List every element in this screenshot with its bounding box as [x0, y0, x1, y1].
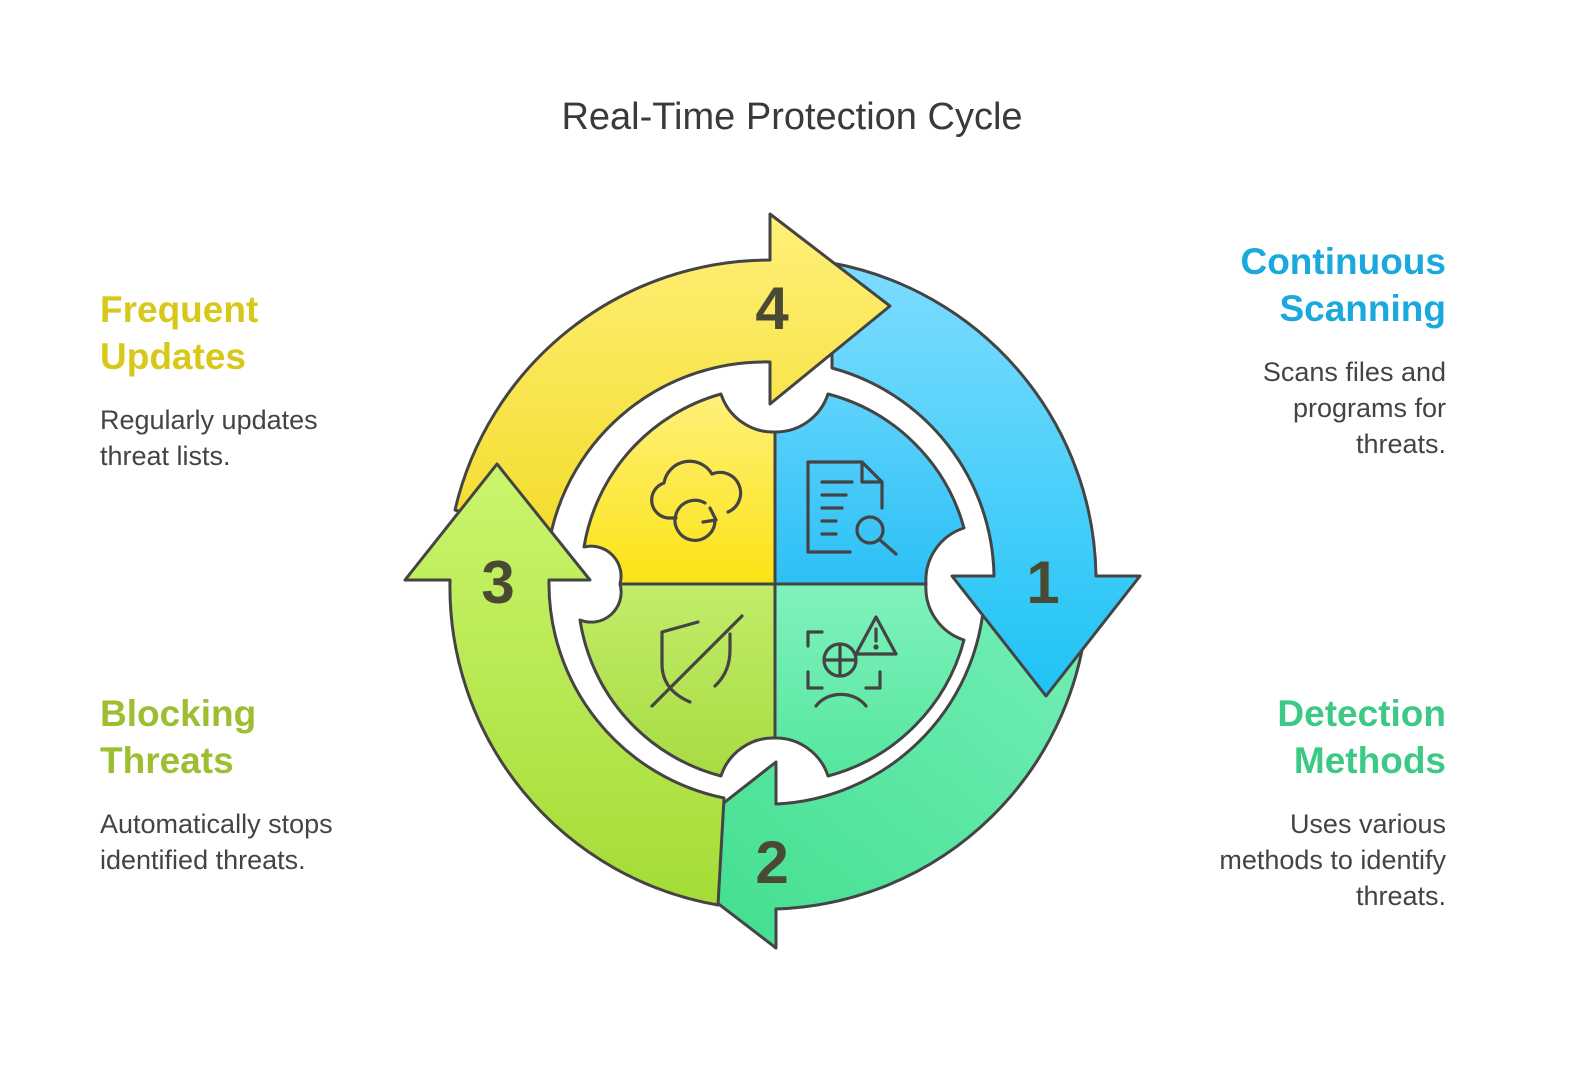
step-2-arrow — [654, 600, 1090, 950]
step-3-heading: Blocking Threats — [100, 690, 333, 784]
step-1-arrow — [830, 261, 1142, 698]
step-3-arrow — [403, 462, 726, 907]
step-2-heading-line2: Methods — [1293, 740, 1446, 781]
step-2-number: 2 — [755, 829, 788, 896]
step-4-arrow — [453, 212, 892, 540]
shield-off-icon — [650, 614, 744, 708]
step-4-heading-line2: Updates — [100, 336, 246, 377]
step-1-heading-line2: Scanning — [1279, 288, 1446, 329]
step-2-description: Uses various methods to identify threats… — [1219, 806, 1446, 914]
step-3-description: Automatically stops identified threats. — [100, 806, 333, 878]
step-4-desc-line1: Regularly updates — [100, 405, 318, 435]
quadrant-4-yellow — [582, 392, 777, 586]
step-4-heading-line1: Frequent — [100, 289, 259, 330]
cloud-refresh-icon — [650, 459, 743, 542]
step-3-text: Blocking Threats Automatically stops ide… — [100, 690, 333, 878]
step-1-number: 1 — [1026, 549, 1059, 616]
step-4-description: Regularly updates threat lists. — [100, 402, 318, 474]
step-3-desc-line2: identified threats. — [100, 845, 306, 875]
step-1-text: Continuous Scanning Scans files and prog… — [1240, 238, 1446, 462]
step-4-heading: Frequent Updates — [100, 286, 318, 380]
document-search-icon — [806, 460, 898, 556]
step-3-heading-line2: Threats — [100, 740, 234, 781]
step-2-heading: Detection Methods — [1219, 690, 1446, 784]
diagram-title: Real-Time Protection Cycle — [561, 96, 1023, 138]
step-1-desc-line3: threats. — [1355, 429, 1446, 459]
step-3-heading-line1: Blocking — [100, 693, 257, 734]
step-2-desc-line1: Uses various — [1289, 809, 1446, 839]
step-2-heading-line1: Detection — [1277, 693, 1446, 734]
face-scan-warning-icon — [806, 615, 898, 708]
step-2-text: Detection Methods Uses various methods t… — [1219, 690, 1446, 914]
step-4-number: 4 — [755, 275, 789, 342]
step-3-number: 3 — [481, 549, 514, 616]
step-1-heading-line1: Continuous — [1240, 241, 1446, 282]
quadrant-1-blue — [773, 392, 966, 586]
step-4-text: Frequent Updates Regularly updates threa… — [100, 286, 318, 474]
step-1-heading: Continuous Scanning — [1240, 238, 1446, 332]
step-1-desc-line1: Scans files and — [1262, 357, 1446, 387]
step-4-desc-line2: threat lists. — [100, 441, 231, 471]
step-2-desc-line3: threats. — [1355, 881, 1446, 911]
step-1-desc-line2: programs for — [1292, 393, 1446, 423]
step-2-desc-line2: methods to identify — [1219, 845, 1446, 875]
step-3-desc-line1: Automatically stops — [100, 809, 333, 839]
step-1-description: Scans files and programs for threats. — [1240, 354, 1446, 462]
